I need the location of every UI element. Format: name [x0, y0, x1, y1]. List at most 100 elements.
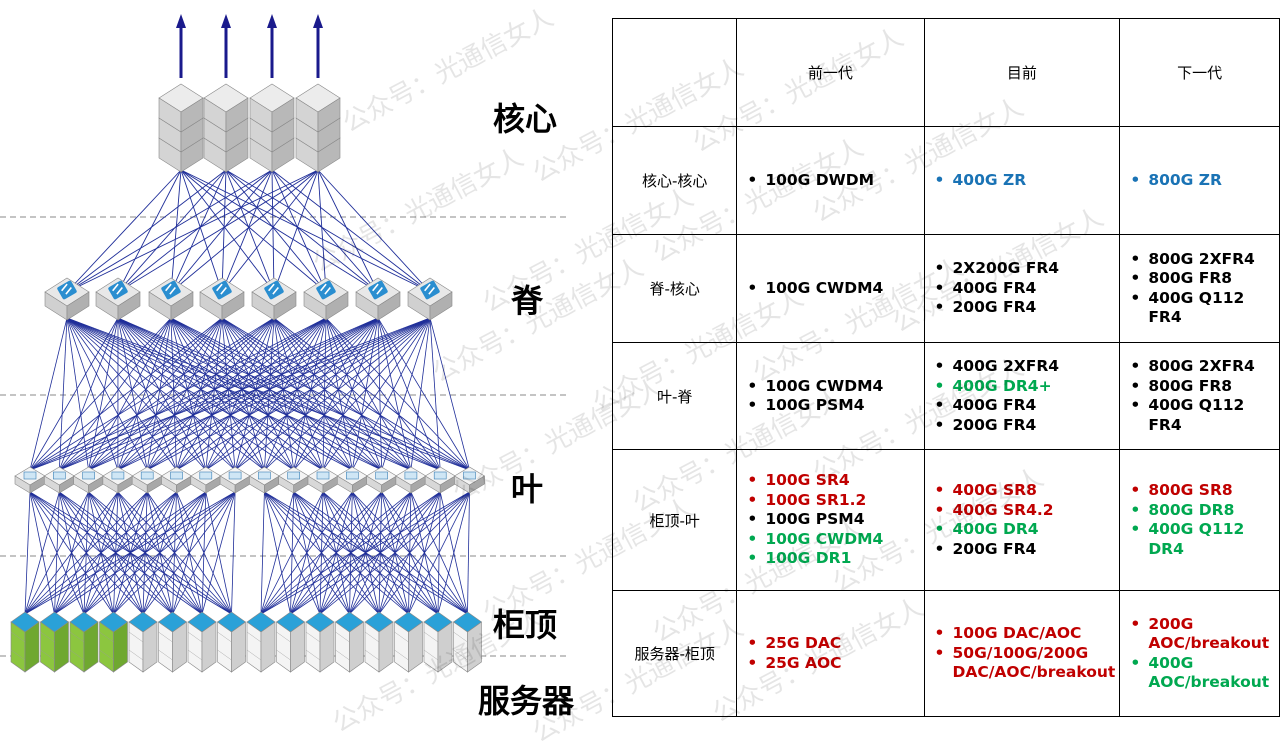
leaf-port-icon [376, 472, 388, 479]
leaf-switch [44, 467, 74, 493]
table-row: 叶-脊100G CWDM4100G PSM4400G 2XFR4400G DR4… [613, 343, 1280, 450]
table-cell: 800G SR8800G DR8400G Q112 DR4 [1120, 450, 1280, 591]
leaf-tor-link [114, 492, 236, 614]
module-item: 400G DR4+ [933, 377, 1116, 397]
module-item: 25G AOC [745, 654, 919, 674]
table-cell: 400G ZR [924, 127, 1120, 235]
table-cell: 800G 2XFR4800G FR8400G Q112 FR4 [1120, 235, 1280, 343]
module-item: 400G Q112 FR4 [1128, 396, 1275, 435]
spine-leaf-link [67, 318, 323, 470]
row-label: 脊-核心 [613, 235, 737, 343]
leaf-switch [162, 467, 192, 493]
leaf-tor-link [25, 492, 206, 614]
tier-label-tor: 柜顶 [493, 600, 557, 646]
module-list: 100G SR4100G SR1.2100G PSM4100G CWDM4100… [745, 471, 919, 569]
spine-leaf-link [171, 318, 382, 470]
core-spine-link [67, 170, 181, 292]
leaf-tor-link [232, 492, 236, 614]
module-item: 100G DR1 [745, 549, 919, 569]
core-spine-link [171, 170, 272, 292]
spine-leaf-link [30, 318, 378, 470]
leaf-port-icon [317, 472, 329, 479]
network-links [25, 170, 470, 614]
module-item: 25G DAC [745, 634, 919, 654]
module-item: 200G FR4 [933, 298, 1116, 318]
server-rack [159, 612, 187, 672]
module-list: 400G SR8400G SR4.2400G DR4200G FR4 [933, 481, 1116, 559]
module-item: 400G FR4 [933, 279, 1116, 299]
module-item: 800G 2XFR4 [1128, 357, 1275, 377]
module-list: 400G ZR [933, 171, 1116, 191]
leaf-port-icon [258, 472, 270, 479]
tier-label-leaf: 叶 [511, 464, 543, 510]
leaf-port-icon [229, 472, 241, 479]
module-item: 100G PSM4 [745, 396, 919, 416]
leaf-switch [425, 467, 455, 493]
table-cell: 100G DWDM [737, 127, 924, 235]
module-item: 400G DR4 [933, 520, 1116, 540]
header-previous-gen: 前一代 [737, 19, 924, 127]
leaf-port-icon [24, 472, 36, 479]
leaf-port-icon [171, 472, 183, 479]
server-rack-green [11, 612, 39, 672]
arrow-head [313, 14, 323, 28]
module-list: 100G DAC/AOC50G/100G/200G DAC/AOC/breako… [933, 624, 1116, 683]
leaf-switch [279, 467, 309, 493]
server-rack [454, 612, 482, 672]
leaf-switch [337, 467, 367, 493]
table-cell: 400G 2XFR4400G DR4+400G FR4200G FR4 [924, 343, 1120, 450]
uplink-arrows [176, 14, 323, 78]
table-row: 服务器-柜顶25G DAC25G AOC100G DAC/AOC50G/100G… [613, 591, 1280, 717]
table-cell: 100G SR4100G SR1.2100G PSM4100G CWDM4100… [737, 450, 924, 591]
module-item: 800G ZR [1128, 171, 1275, 191]
spine-leaf-link [30, 318, 274, 470]
leaf-port-icon [405, 472, 417, 479]
leaf-switch [396, 467, 426, 493]
table-row: 柜顶-叶100G SR4100G SR1.2100G PSM4100G CWDM… [613, 450, 1280, 591]
module-list: 100G CWDM4 [745, 279, 919, 299]
leaf-port-icon [434, 472, 446, 479]
leaf-switch [15, 467, 45, 493]
tier-label-server: 服务器 [478, 676, 574, 722]
core-spine-link [222, 170, 226, 292]
module-item: 100G DAC/AOC [933, 624, 1116, 644]
header-corner [613, 19, 737, 127]
table-cell: 25G DAC25G AOC [737, 591, 924, 717]
leaf-switch [191, 467, 221, 493]
network-devices [11, 84, 485, 672]
spine-leaf-link [30, 318, 430, 470]
table-body: 核心-核心100G DWDM400G ZR800G ZR脊-核心100G CWD… [613, 127, 1280, 717]
module-list: 800G ZR [1128, 171, 1275, 191]
leaf-port-icon [346, 472, 358, 479]
transceiver-comparison-table: 前一代 目前 下一代 核心-核心 100G DWDM 400G ZR 800G ZR 脊… [612, 18, 1280, 717]
module-item: 200G AOC/breakout [1128, 615, 1275, 654]
spine-leaf-link [171, 318, 440, 470]
spine-leaf-link [89, 318, 118, 470]
spine-switch [149, 278, 193, 320]
table-header-row: 前一代 目前 下一代 [613, 19, 1280, 127]
leaf-port-icon [53, 472, 65, 479]
leaf-tor-link [25, 492, 147, 614]
leaf-port-icon [288, 472, 300, 479]
table-cell: 100G CWDM4100G PSM4 [737, 343, 924, 450]
module-item: 100G CWDM4 [745, 530, 919, 550]
server-rack [247, 612, 275, 672]
module-list: 2X200G FR4400G FR4200G FR4 [933, 259, 1116, 318]
module-item: 400G FR4 [933, 396, 1116, 416]
module-item: 50G/100G/200G DAC/AOC/breakout [933, 644, 1116, 683]
module-item: 100G CWDM4 [745, 377, 919, 397]
module-list: 100G DWDM [745, 171, 919, 191]
module-list: 200G AOC/breakout400G AOC/breakout [1128, 615, 1275, 693]
spine-switch [200, 278, 244, 320]
arrow-head [267, 14, 277, 28]
row-label: 核心-核心 [613, 127, 737, 235]
module-item: 100G DWDM [745, 171, 919, 191]
spine-leaf-link [67, 318, 440, 470]
leaf-port-icon [83, 472, 95, 479]
table-cell: 800G 2XFR4800G FR8400G Q112 FR4 [1120, 343, 1280, 450]
module-list: 400G 2XFR4400G DR4+400G FR4200G FR4 [933, 357, 1116, 435]
server-rack [218, 612, 246, 672]
header-current-gen: 目前 [924, 19, 1120, 127]
server-rack [365, 612, 393, 672]
spine-leaf-link [118, 318, 470, 470]
